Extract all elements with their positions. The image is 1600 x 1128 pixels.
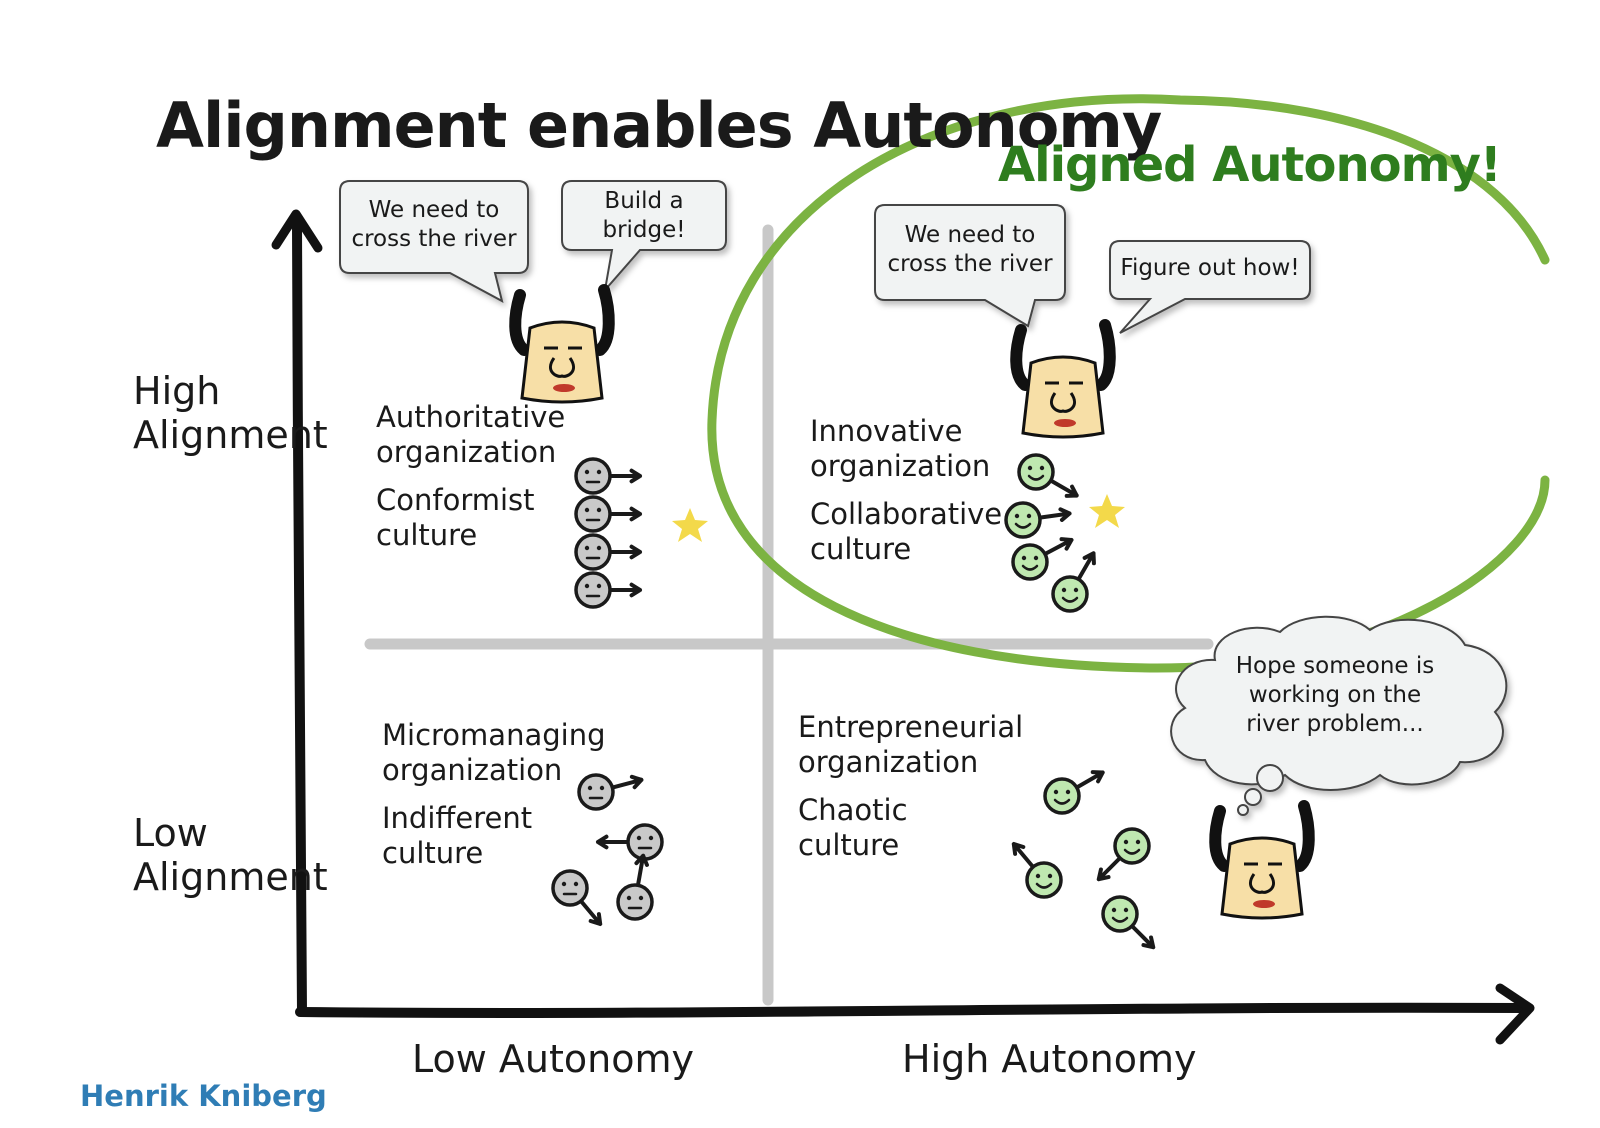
x-axis-high-label: High Autonomy [902,1037,1197,1081]
goal-star-top-left [672,508,708,542]
boss-face-bottom-right [1209,800,1315,920]
y-axis [292,220,307,1017]
happy-face-16 [1101,895,1156,950]
neutral-face-10 [596,823,664,861]
bubble-tr-figure [1109,240,1311,334]
boss-face-top-right [1010,319,1116,439]
page-title: Alignment enables Autonomy [156,89,1162,162]
bubble-tr-need [874,204,1066,328]
thought-cloud [1170,615,1508,816]
neutral-face-9 [577,773,644,811]
aligned-autonomy-circle [707,94,1550,673]
neutral-face-4 [574,571,642,609]
happy-face-6 [1004,501,1072,539]
quadrant-bottom-left-text: Micromanaging organization Indifferent c… [382,718,606,871]
bubble-tl-need [339,180,529,303]
neutral-face-3 [574,533,642,571]
x-axis-low-label: Low Autonomy [412,1037,694,1081]
bubble-tr-figure-text: Figure out how! [1120,255,1300,281]
x-axis [295,1002,1530,1018]
happy-face-8 [1051,551,1096,613]
neutral-face-2 [574,495,642,533]
quadrant-bottom-right-text: Entrepreneurial organization Chaotic cul… [798,710,1024,863]
team-faces [551,453,1156,950]
goal-star-top-right [1089,494,1125,528]
happy-face-14 [1096,827,1151,882]
x-axis-arrowhead [1495,983,1535,1045]
y-axis-arrowhead [271,209,323,253]
happy-face-5 [1017,453,1079,498]
boss-face-top-left [509,284,615,404]
happy-face-15 [1011,841,1063,899]
neutral-face-1 [574,457,642,495]
happy-face-7 [1011,537,1074,581]
quadrant-top-left-text: Authoritative organization Conformist cu… [376,400,566,553]
author-credit: Henrik Kniberg [80,1079,327,1113]
neutral-face-12 [616,853,654,921]
aligned-autonomy-label: Aligned Autonomy! [998,137,1502,193]
happy-face-13 [1043,770,1105,815]
bubble-tl-build [561,180,727,294]
neutral-face-11 [551,869,603,927]
quadrant-top-right-text: Innovative organization Collaborative cu… [810,414,1003,567]
